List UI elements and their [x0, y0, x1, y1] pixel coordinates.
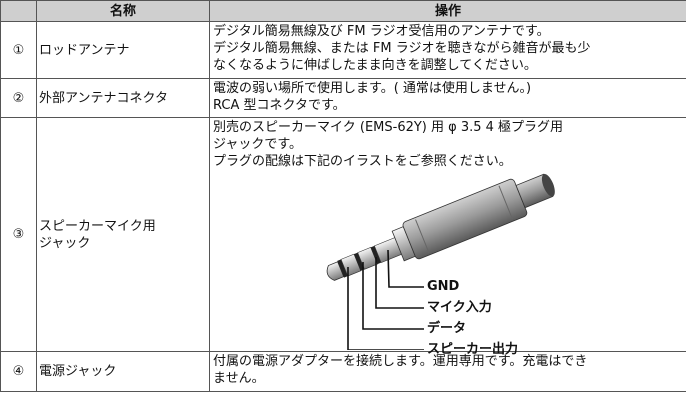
header-operation: 操作 — [209, 0, 686, 22]
row-name: スピーカーマイク用 ジャック — [36, 117, 210, 352]
operation-line: プラグの配線は下記のイラストをご参照ください。 — [213, 154, 512, 169]
operation-line: 別売のスピーカーマイク (EMS-62Y) 用 φ 3.5 4 極プラグ用 — [213, 120, 564, 135]
plug-label-gnd: GND — [427, 279, 460, 294]
operation-line: ません。 — [213, 371, 265, 386]
operation-line: 電波の弱い場所で使用します。( 通常は使用しません。) — [213, 81, 532, 96]
row-number: ③ — [0, 117, 37, 352]
row-operation: デジタル簡易無線及び FM ラジオ受信用のアンテナです。 デジタル簡易無線、また… — [209, 21, 686, 79]
table-row: ④ 電源ジャック 付属の電源アダプターを接続します。運用専用です。充電はでき ま… — [0, 351, 686, 392]
row-name: 外部アンテナコネクタ — [36, 78, 210, 118]
row-number: ② — [0, 78, 37, 118]
plug-label-mic: マイク入力 — [427, 300, 492, 315]
row-name-line: ジャック — [39, 235, 91, 251]
row-operation: 付属の電源アダプターを接続します。運用専用です。充電はでき ません。 — [209, 351, 686, 392]
table-row: ② 外部アンテナコネクタ 電波の弱い場所で使用します。( 通常は使用しません。)… — [0, 78, 686, 118]
operation-line: デジタル簡易無線及び FM ラジオ受信用のアンテナです。 — [213, 24, 550, 39]
row-operation: 別売のスピーカーマイク (EMS-62Y) 用 φ 3.5 4 極プラグ用 ジャ… — [209, 117, 686, 357]
header-number — [0, 0, 37, 22]
row-name: ロッドアンテナ — [36, 21, 210, 79]
row-number: ④ — [0, 351, 37, 392]
header-name: 名称 — [36, 0, 210, 22]
row-name: 電源ジャック — [36, 351, 210, 392]
table-header-row: 名称 操作 — [0, 0, 686, 22]
specification-table: 名称 操作 ① ロッドアンテナ デジタル簡易無線及び FM ラジオ受信用のアンテ… — [0, 0, 686, 392]
plug-label-speaker: スピーカー出力 — [427, 342, 519, 357]
operation-line: デジタル簡易無線、または FM ラジオを聴きながら雑音が最も少 — [213, 41, 591, 56]
row-name-line: スピーカーマイク用 — [39, 218, 156, 234]
table-row: ③ スピーカーマイク用 ジャック 別売のスピーカーマイク (EMS-62Y) 用… — [0, 117, 686, 357]
operation-line: なくなるように伸ばしたまま向きを調整してください。 — [213, 58, 537, 73]
operation-line: 付属の電源アダプターを接続します。運用専用です。充電はでき — [213, 354, 588, 369]
plug-icon — [326, 173, 555, 350]
operation-line: ジャックです。 — [213, 137, 303, 152]
row-number: ① — [0, 21, 37, 79]
plug-wiring-illustration: GND マイク入力 データ スピーカー出力 — [213, 170, 683, 357]
plug-label-data: データ — [427, 321, 467, 336]
table-row: ① ロッドアンテナ デジタル簡易無線及び FM ラジオ受信用のアンテナです。 デ… — [0, 21, 686, 79]
row-operation: 電波の弱い場所で使用します。( 通常は使用しません。) RCA 型コネクタです。 — [209, 78, 686, 118]
operation-line: RCA 型コネクタです。 — [213, 98, 346, 113]
